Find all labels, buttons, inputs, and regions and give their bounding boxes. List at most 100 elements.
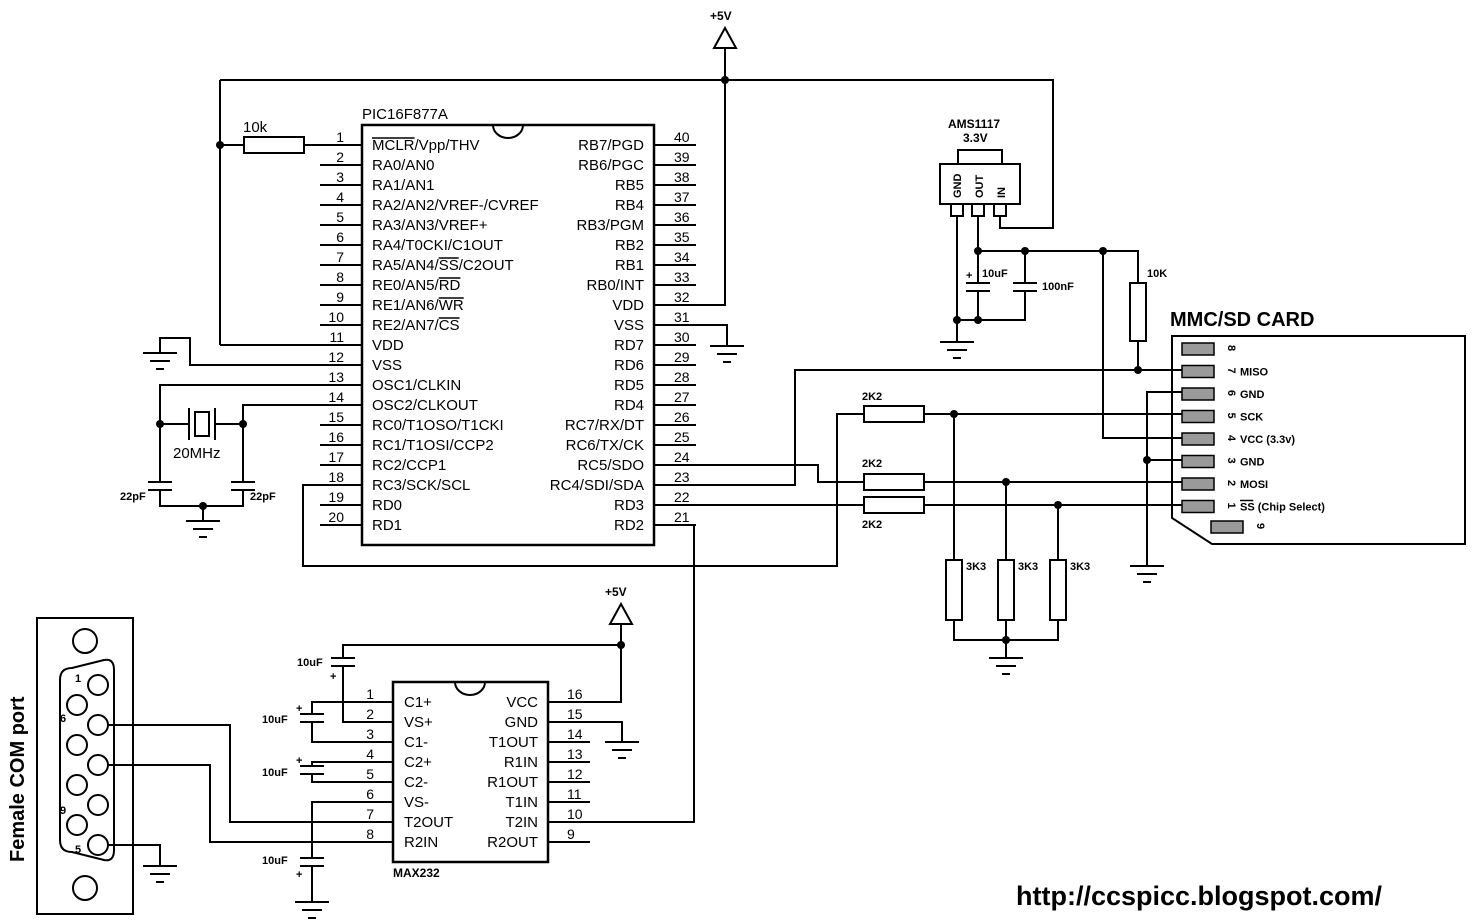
regulator-wiring: + 10uF 100nF <box>940 216 1139 359</box>
svg-text:1: 1 <box>366 686 374 702</box>
svg-text:RD7: RD7 <box>614 337 644 354</box>
svg-text:RE2/AN7/CS: RE2/AN7/CS <box>372 317 460 334</box>
svg-text:RC1/T1OSI/CCP2: RC1/T1OSI/CCP2 <box>372 437 494 454</box>
svg-text:1: 1 <box>75 673 81 685</box>
svg-text:18: 18 <box>328 469 344 485</box>
svg-text:RB6/PGC: RB6/PGC <box>578 157 644 174</box>
svg-text:MISO: MISO <box>1240 367 1269 379</box>
svg-text:T1IN: T1IN <box>505 794 538 811</box>
svg-text:VSS: VSS <box>614 317 644 334</box>
svg-text:36: 36 <box>674 209 690 225</box>
svg-text:3K3: 3K3 <box>966 561 986 573</box>
capacitor-10uf-max-c2: + 10uF <box>262 755 351 783</box>
svg-text:RC4/SDI/SDA: RC4/SDI/SDA <box>550 477 644 494</box>
svg-text:RA2/AN2/VREF-/CVREF: RA2/AN2/VREF-/CVREF <box>372 197 539 214</box>
svg-text:RA4/T0CKI/C1OUT: RA4/T0CKI/C1OUT <box>372 237 503 254</box>
svg-text:GND: GND <box>1240 389 1265 401</box>
svg-text:1: 1 <box>336 129 344 145</box>
svg-text:3: 3 <box>1225 458 1237 464</box>
svg-text:22pF: 22pF <box>120 491 146 503</box>
svg-text:14: 14 <box>567 726 583 742</box>
svg-text:RD3: RD3 <box>614 497 644 514</box>
svg-text:GND: GND <box>1240 457 1265 469</box>
svg-text:2K2: 2K2 <box>862 391 882 403</box>
svg-text:4: 4 <box>336 189 344 205</box>
svg-text:9: 9 <box>1254 523 1266 529</box>
svg-text:6: 6 <box>1225 390 1237 396</box>
svg-text:38: 38 <box>674 169 690 185</box>
svg-text:20: 20 <box>328 509 344 525</box>
svg-text:SCK: SCK <box>1240 412 1263 424</box>
footer-url[interactable]: http://ccspicc.blogspot.com/ <box>1016 881 1383 911</box>
svg-text:28: 28 <box>674 369 690 385</box>
svg-text:OUT: OUT <box>974 175 986 199</box>
svg-text:10uF: 10uF <box>982 268 1008 280</box>
svg-text:22pF: 22pF <box>250 491 276 503</box>
svg-text:8: 8 <box>336 269 344 285</box>
vcc-5v-max232: +5V <box>590 585 634 703</box>
svg-text:RC6/TX/CK: RC6/TX/CK <box>566 437 644 454</box>
svg-text:3K3: 3K3 <box>1070 561 1090 573</box>
svg-text:+5V: +5V <box>710 9 732 23</box>
svg-text:10: 10 <box>328 309 344 325</box>
svg-text:RB1: RB1 <box>615 257 644 274</box>
svg-text:VDD: VDD <box>372 337 404 354</box>
svg-text:3.3V: 3.3V <box>963 131 988 145</box>
svg-text:VCC: VCC <box>506 694 538 711</box>
svg-text:RA0/AN0: RA0/AN0 <box>372 157 435 174</box>
svg-text:11: 11 <box>329 329 344 345</box>
ground-pic-vss-right <box>696 324 744 363</box>
svg-text:5: 5 <box>75 844 81 856</box>
svg-text:15: 15 <box>328 409 344 425</box>
svg-text:+: + <box>296 703 302 715</box>
svg-text:C2-: C2- <box>404 774 428 791</box>
capacitor-22pf-2: 22pF <box>231 481 276 503</box>
capacitor-10uf-max-top: + 10uF <box>297 644 621 723</box>
svg-text:+: + <box>966 270 972 282</box>
svg-text:13: 13 <box>328 369 344 385</box>
svg-text:34: 34 <box>674 249 690 265</box>
svg-text:RA1/AN1: RA1/AN1 <box>372 177 435 194</box>
svg-text:RE1/AN6/WR: RE1/AN6/WR <box>372 297 464 314</box>
capacitor-100nf-regulator: 100nF <box>1013 281 1074 293</box>
svg-text:VS-: VS- <box>404 794 429 811</box>
svg-text:13: 13 <box>567 746 583 762</box>
sd-pin-8: 8 <box>1181 342 1237 356</box>
ground-pic-vss-left <box>143 337 320 370</box>
svg-text:7: 7 <box>1225 368 1237 374</box>
svg-text:MAX232: MAX232 <box>393 866 440 880</box>
svg-text:IN: IN <box>996 187 1008 198</box>
com-port-wiring <box>108 724 351 883</box>
svg-text:T2IN: T2IN <box>505 814 538 831</box>
svg-text:35: 35 <box>674 229 690 245</box>
svg-text:19: 19 <box>328 489 344 505</box>
